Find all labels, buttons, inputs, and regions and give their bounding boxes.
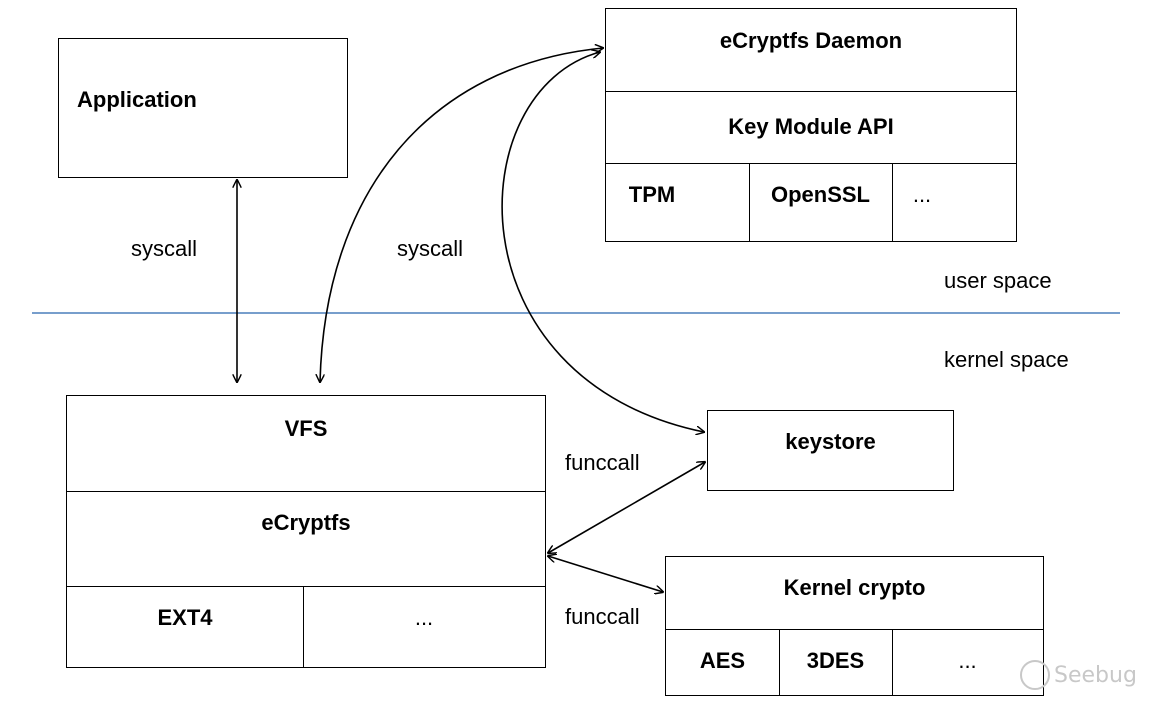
vfs-daemon-syscall-arrow (320, 48, 603, 382)
module-openssl: OpenSSL (770, 182, 870, 207)
application-label: Application (77, 87, 197, 112)
daemon-col-divider-2 (892, 163, 893, 241)
keystore-box: keystore (707, 410, 954, 491)
ecryptfs-label: eCryptfs (261, 509, 351, 535)
keystore-label: keystore (785, 429, 876, 454)
watermark-text: Seebug (1054, 662, 1137, 688)
daemon-divider-1 (606, 91, 1016, 92)
module-more: ... (912, 182, 932, 207)
crypto-divider (666, 629, 1043, 630)
fs-more: ... (414, 605, 434, 630)
kernel-space-label: kernel space (944, 347, 1069, 372)
vfs-divider-2 (67, 586, 545, 587)
daemon-divider-2 (606, 163, 1016, 164)
vfs-stack-box: VFS eCryptfs EXT4 ... (66, 395, 546, 668)
daemon-col-divider-1 (749, 163, 750, 241)
application-box: Application (58, 38, 348, 178)
daemon-keystore-arrow (501, 52, 704, 432)
ecryptfs-daemon-box: eCryptfs Daemon Key Module API TPM OpenS… (605, 8, 1017, 242)
kernel-crypto-box: Kernel crypto AES 3DES ... (665, 556, 1044, 696)
crypto-col-divider-1 (779, 629, 780, 695)
app-syscall-label: syscall (131, 236, 198, 261)
fs-ext4: EXT4 (157, 605, 213, 630)
crypto-funccall-label: funccall (565, 604, 640, 629)
ecryptfs-crypto-funccall-arrow (548, 556, 663, 592)
crypto-aes: AES (699, 648, 746, 673)
crypto-more: ... (958, 648, 977, 673)
ecryptfs-keystore-funccall-arrow (548, 462, 705, 553)
key-module-api-label: Key Module API (728, 114, 894, 139)
seebug-watermark: Seebug (1020, 660, 1137, 690)
vfs-label: VFS (284, 415, 328, 441)
user-space-label: user space (944, 268, 1052, 293)
crypto-col-divider-2 (892, 629, 893, 695)
vfs-divider-1 (67, 491, 545, 492)
kernel-crypto-title: Kernel crypto (783, 575, 926, 600)
crypto-3des: 3DES (806, 648, 865, 673)
seebug-logo-icon (1020, 660, 1050, 690)
vfs-col-divider (303, 586, 304, 667)
daemon-title: eCryptfs Daemon (719, 28, 903, 53)
